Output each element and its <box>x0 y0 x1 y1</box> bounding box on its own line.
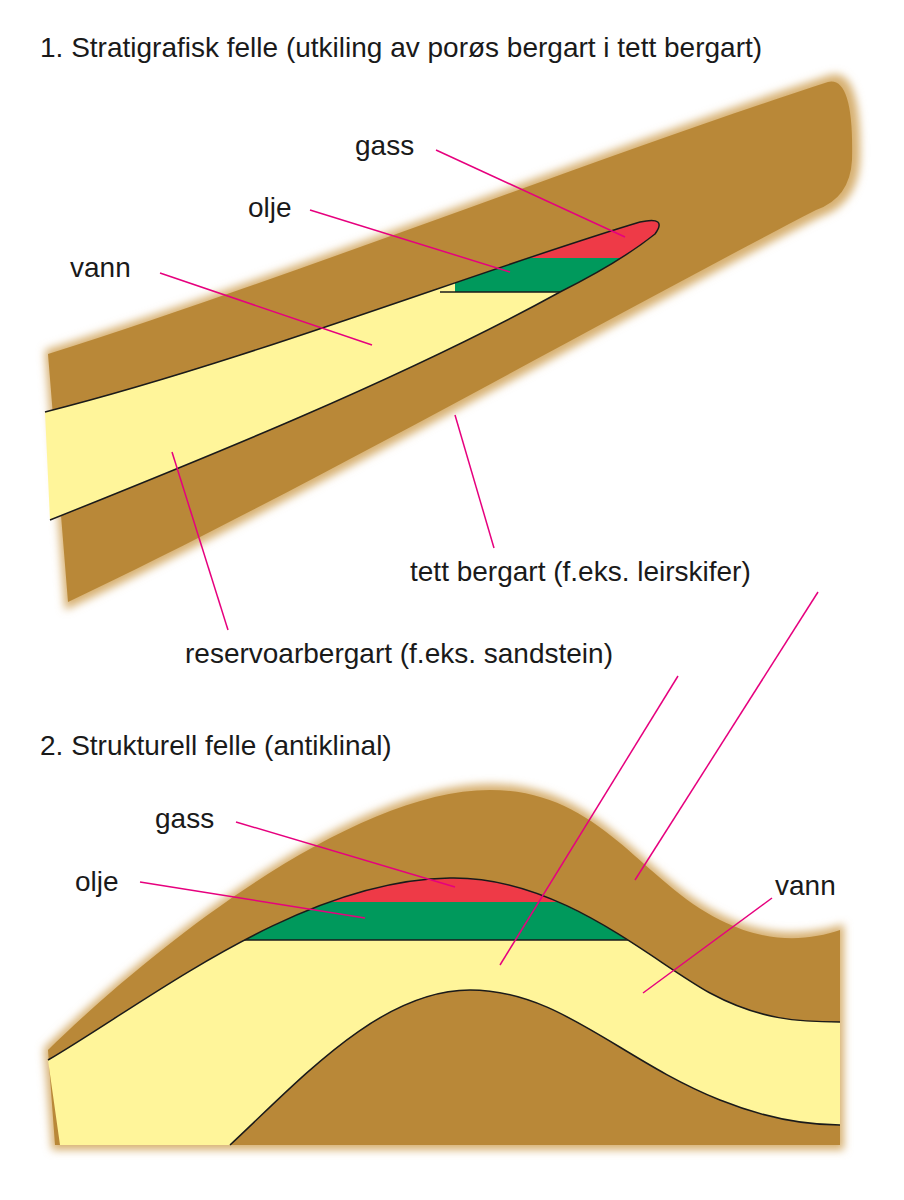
zone-label: gass <box>155 803 214 835</box>
shale-halo <box>45 74 860 610</box>
leader-line <box>236 822 455 887</box>
leader-line <box>140 882 365 918</box>
leader-line <box>160 273 372 345</box>
shale-layer <box>48 790 840 1145</box>
zone-label: olje <box>248 192 292 224</box>
layer-boundary <box>230 990 840 1145</box>
oil-water-contact <box>200 939 700 941</box>
leader-line <box>172 452 228 630</box>
zone-label: vann <box>775 870 836 902</box>
gas-zone <box>200 860 700 902</box>
oil-water-contact <box>440 291 700 293</box>
shale-halo <box>44 784 844 1150</box>
anticline-trap <box>44 784 844 1150</box>
section-heading: 1. Stratigrafisk felle (utkiling av porø… <box>40 32 880 64</box>
leader-line <box>310 210 510 272</box>
oil-zone <box>200 860 700 940</box>
zone-label: olje <box>75 866 119 898</box>
leader-lines <box>140 150 818 993</box>
zone-label: vann <box>70 252 131 284</box>
leader-line <box>436 150 625 237</box>
leader-line <box>643 898 772 993</box>
stratigraphic-trap <box>45 74 860 610</box>
gas-zone <box>500 150 800 258</box>
layer-boundary <box>48 878 840 1060</box>
oil-zone <box>455 150 755 292</box>
leader-line <box>635 592 818 880</box>
rock-label: tett bergart (f.eks. leirskifer) <box>410 556 751 588</box>
rock-label: reservoarbergart (f.eks. sandstein) <box>185 638 613 670</box>
leader-line <box>455 415 494 548</box>
wedge-outline <box>45 221 659 521</box>
zone-label: gass <box>355 130 414 162</box>
section-heading: 2. Strukturell felle (antiklinal) <box>40 730 392 762</box>
leader-line <box>500 676 678 965</box>
